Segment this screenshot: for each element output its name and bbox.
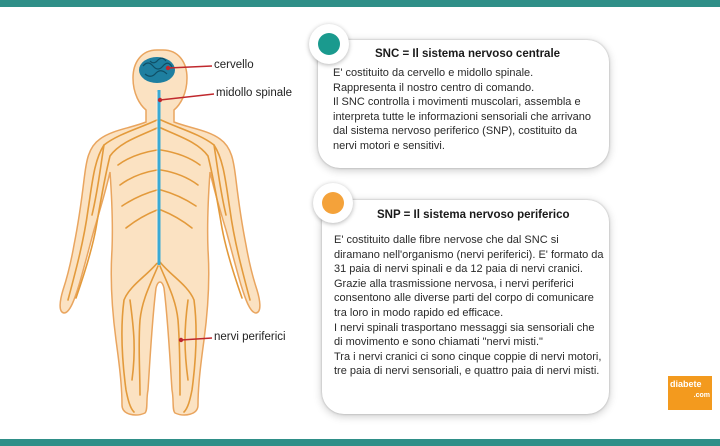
snp-dot — [322, 192, 344, 214]
brain-folds — [142, 57, 173, 77]
nerve-path — [213, 144, 227, 216]
nerve-path — [67, 119, 158, 301]
nerve-path — [117, 149, 158, 166]
nerve-path — [119, 169, 158, 186]
snp-bullet — [313, 183, 353, 223]
nerve-path — [125, 209, 158, 229]
snc-dot — [318, 33, 340, 55]
nerve-path — [159, 265, 181, 396]
snp-paragraph: I nervi spinali trasportano messaggi sia… — [334, 321, 595, 349]
snc-paragraph: Il SNC controlla i movimenti muscolari, … — [333, 96, 592, 152]
nerve-path — [75, 127, 158, 299]
snp-paragraph: Tra i nervi cranici ci sono cinque coppi… — [334, 350, 602, 378]
top-band — [0, 0, 720, 7]
bottom-band — [0, 439, 720, 446]
nerve-path — [129, 299, 135, 381]
snp-body: E' costituito dalle fibre nervose che da… — [334, 233, 604, 379]
snc-paragraph: E' costituito da cervello e midollo spin… — [333, 67, 535, 94]
pointer-dot-peripheral — [178, 337, 184, 343]
pointer-dot-spinal-cord — [157, 97, 163, 103]
pointer-spinal-cord — [159, 93, 215, 101]
nerve-path — [121, 261, 159, 413]
label-spinal-cord: midollo spinale — [216, 87, 293, 99]
nerve-path — [160, 169, 199, 186]
brain — [139, 57, 175, 83]
label-peripheral-nerves: nervi periferici — [214, 331, 286, 343]
diabete-logo: diabete .com — [668, 376, 712, 410]
logo-text: diabete — [670, 379, 702, 389]
label-brain: cervello — [214, 59, 254, 71]
nerve-path — [138, 265, 159, 396]
nerve-path — [160, 127, 243, 299]
snc-bullet — [309, 24, 349, 64]
snp-paragraph: Grazie alla trasmissione nervosa, i nerv… — [334, 277, 594, 319]
snc-card — [318, 40, 609, 168]
snp-title: SNP = Il sistema nervoso periferico — [377, 209, 570, 221]
snc-title: SNC = Il sistema nervoso centrale — [375, 48, 561, 60]
nerve-path — [160, 209, 193, 229]
nerve-path — [160, 149, 201, 166]
snc-body: E' costituito da cervello e midollo spin… — [333, 66, 595, 154]
nerve-path — [121, 189, 158, 207]
snp-paragraph: E' costituito dalle fibre nervose che da… — [334, 234, 604, 276]
pointer-brain — [167, 65, 213, 69]
nerve-path — [91, 144, 105, 216]
pointer-dot-brain — [165, 65, 171, 71]
pointer-peripheral — [180, 337, 213, 341]
snp-card — [322, 200, 609, 414]
peripheral-nerves — [67, 119, 251, 413]
logo-suffix: .com — [693, 392, 710, 399]
nerve-path — [160, 119, 251, 301]
nerve-path — [160, 189, 197, 207]
nerve-path — [159, 261, 197, 413]
